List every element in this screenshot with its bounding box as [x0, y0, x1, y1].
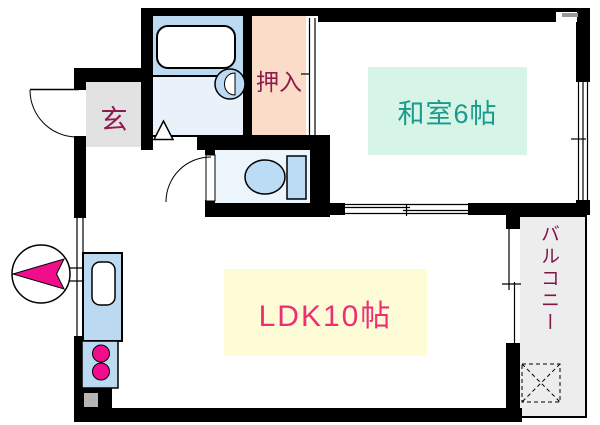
washer-pan-icon	[521, 363, 561, 403]
kitchen-counter-icon	[82, 252, 123, 342]
entrance-door-icon	[29, 88, 79, 138]
room-balcony	[520, 215, 587, 418]
bathtub-icon	[156, 25, 236, 69]
wall-right-top	[576, 8, 590, 82]
wall-washitsu-left	[310, 138, 330, 217]
wall-balcony-divider-stub	[506, 215, 520, 229]
toilet-icon	[244, 155, 307, 200]
meter-box-icon	[84, 393, 98, 407]
kitchen-sink-icon	[91, 261, 116, 306]
balcony-label: バルコニー	[538, 224, 559, 334]
stove-burner-icon	[92, 362, 110, 381]
room-entrance	[86, 82, 141, 147]
entrance-label: 玄	[100, 104, 128, 135]
toilet-door-icon	[165, 154, 216, 203]
balcony-window-icon	[502, 229, 521, 343]
wall-genkan-top	[74, 68, 153, 82]
entrance-door-opening	[74, 90, 86, 136]
stove-burner-icon	[92, 344, 110, 363]
wall-left-stub	[74, 68, 86, 90]
wall-break-mark	[562, 13, 578, 17]
window-right-icon	[571, 82, 589, 200]
stove-icon	[81, 340, 119, 389]
wall-top-right-segment	[318, 8, 590, 22]
wall-balcony-divider-bottom	[506, 343, 520, 408]
wall-right-stub	[576, 200, 590, 215]
wall-oshiire-left	[243, 14, 252, 138]
wall-bottom	[74, 408, 522, 422]
wall-toilet-left-top	[205, 138, 215, 155]
wall-toilet-bottom	[205, 203, 330, 217]
washitsu-room-label: 和室6帖	[368, 67, 527, 155]
washitsu-sliding-door-icon	[345, 203, 468, 216]
ldk-room-label: LDK10帖	[224, 269, 427, 356]
wall-break-notch	[556, 12, 577, 22]
wall-left-mid	[74, 136, 86, 218]
wall-top-left-segment	[142, 8, 318, 16]
compass-icon	[11, 244, 71, 304]
fusuma-door-icon	[301, 18, 316, 135]
room-oshiire-closet	[252, 16, 306, 135]
washbasin-icon	[214, 68, 246, 100]
oshiire-closet-label: 押入	[256, 69, 302, 95]
washroom-door-swing-icon	[152, 119, 175, 141]
